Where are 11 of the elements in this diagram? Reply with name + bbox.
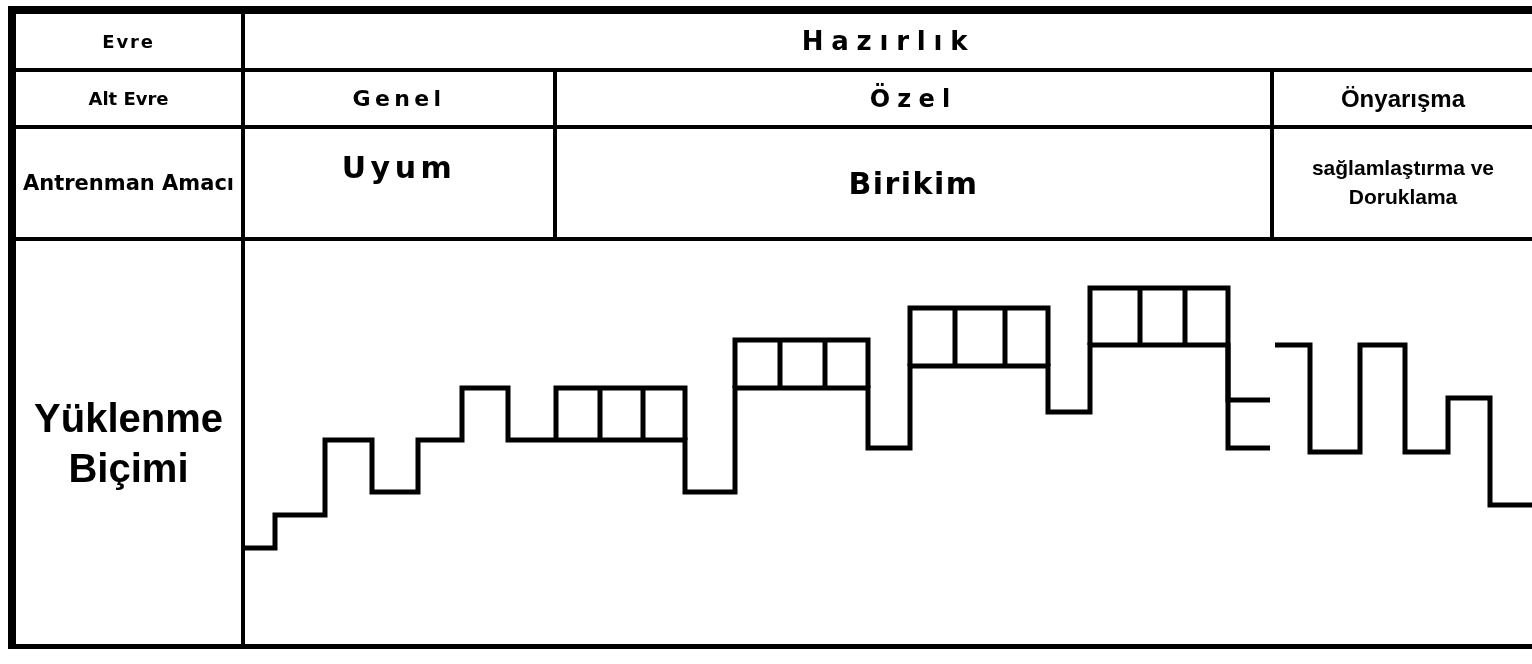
header-cell-text: Hazırlık [801, 24, 976, 58]
table-cell-text: Birikim [848, 164, 979, 203]
table-cell-text: sağlamlaştırma ve Doruklama [1310, 155, 1496, 210]
table-cell-text: Uyum [341, 148, 457, 187]
row-header-cell-text: Alt Evre [88, 87, 169, 111]
row-header-cell-text: Yüklenme Biçimi [33, 395, 224, 492]
header-cell-text: Genel [352, 85, 446, 113]
header-cell-text: Önyarışma [1340, 83, 1466, 114]
header-cell-text: Özel [869, 82, 958, 115]
row-header-cell: Antrenman Amacı [22, 169, 235, 197]
row-header-cell-text: Evre [102, 29, 155, 54]
